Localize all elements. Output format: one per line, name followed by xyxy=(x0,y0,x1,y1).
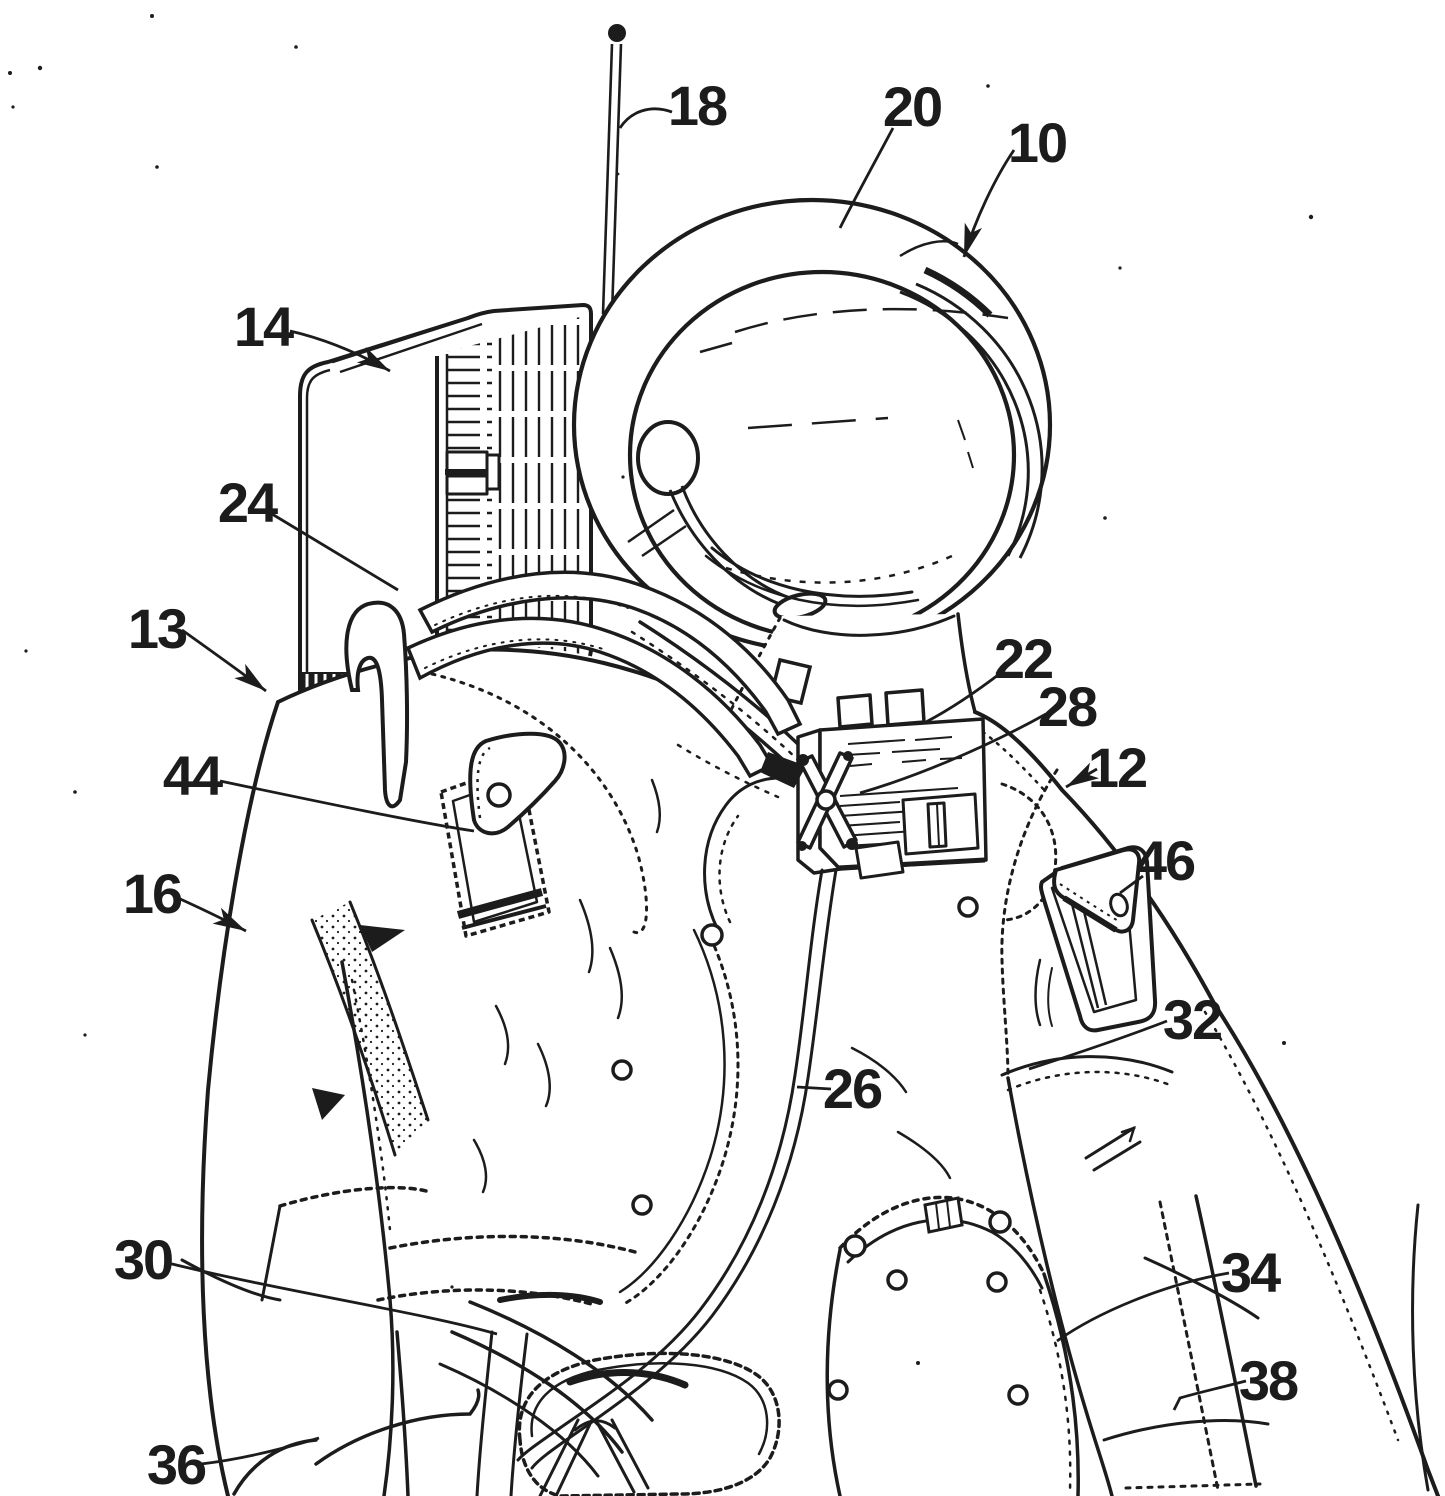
antenna xyxy=(601,24,626,315)
ref-label-16: 16 xyxy=(123,862,182,925)
left-chest-pocket xyxy=(439,731,567,938)
ref-28: 28 xyxy=(859,675,1099,795)
leader-20 xyxy=(838,127,895,229)
leader-34 xyxy=(1056,1271,1230,1343)
shoulder-harness-straps xyxy=(344,600,808,809)
leader-12 xyxy=(1065,762,1100,789)
leader-16 xyxy=(177,896,247,933)
chest-hose xyxy=(438,868,838,1478)
ref-22: 22 xyxy=(925,627,1054,724)
ref-label-24: 24 xyxy=(218,471,278,534)
leader-28 xyxy=(859,712,1047,795)
ref-16: 16 xyxy=(123,862,247,933)
leader-38 xyxy=(1172,1379,1247,1411)
ref-32: 32 xyxy=(1028,988,1223,1071)
ref-24: 24 xyxy=(218,471,399,592)
ref-10: 10 xyxy=(962,111,1068,258)
visor-rim-highlight xyxy=(923,266,993,318)
ref-13: 13 xyxy=(128,597,267,693)
ref-label-26: 26 xyxy=(823,1057,882,1120)
leader-10 xyxy=(962,149,1016,258)
visor-reflections xyxy=(627,240,1009,584)
connector-square xyxy=(836,693,874,729)
ref-label-46: 46 xyxy=(1136,829,1195,892)
fabric-wrinkles xyxy=(472,778,952,1194)
ref-label-13: 13 xyxy=(128,597,187,660)
leader-14 xyxy=(289,329,391,373)
valve-lever xyxy=(796,751,858,851)
leader-26 xyxy=(796,1085,832,1091)
ref-label-38: 38 xyxy=(1239,1349,1298,1412)
leader-13 xyxy=(181,628,267,693)
ref-38: 38 xyxy=(1172,1349,1300,1412)
leader-24 xyxy=(271,512,399,592)
connector-square xyxy=(884,688,926,727)
ref-36: 36 xyxy=(147,1433,320,1496)
leader-30 xyxy=(167,1261,498,1336)
neck-ring xyxy=(710,546,914,598)
ref-44: 44 xyxy=(163,744,475,833)
ref-label-34: 34 xyxy=(1221,1241,1281,1304)
umbilical-hoses xyxy=(405,570,803,779)
ref-12: 12 xyxy=(1065,736,1148,799)
backpack-latch xyxy=(445,450,501,496)
ref-26: 26 xyxy=(796,1057,884,1120)
leader-32 xyxy=(1028,1019,1168,1071)
ref-label-32: 32 xyxy=(1163,988,1221,1051)
neck-sag xyxy=(782,614,956,637)
right-arm-pocket xyxy=(1038,845,1158,1033)
leader-46 xyxy=(1119,874,1144,895)
photocopy-speckles xyxy=(8,14,1314,1365)
ref-46: 46 xyxy=(1119,829,1197,895)
pocket-button xyxy=(486,782,512,808)
seam-rivets xyxy=(611,896,1029,1406)
ref-20: 20 xyxy=(838,75,943,229)
helmet xyxy=(571,197,1053,653)
strap-loop xyxy=(344,600,410,809)
pocket-flap xyxy=(468,731,567,836)
ref-14: 14 xyxy=(234,295,391,373)
ref-label-12: 12 xyxy=(1088,736,1146,799)
ref-label-28: 28 xyxy=(1038,675,1097,738)
ref-label-36: 36 xyxy=(147,1433,206,1496)
ref-label-44: 44 xyxy=(163,744,223,807)
earphone xyxy=(636,420,700,496)
ref-18: 18 xyxy=(618,74,729,137)
arm-pocket-buttonhole xyxy=(1109,892,1129,918)
leader-18 xyxy=(618,107,673,129)
ref-label-30: 30 xyxy=(114,1228,172,1291)
ref-label-10: 10 xyxy=(1008,111,1066,174)
ref-30: 30 xyxy=(114,1228,498,1336)
reference-labels: 10 12 13 14 16 18 20 22 xyxy=(114,74,1300,1496)
ref-label-18: 18 xyxy=(668,74,727,137)
antenna-tip xyxy=(608,24,626,42)
leader-36 xyxy=(200,1436,320,1466)
leader-44 xyxy=(219,779,475,833)
ref-label-20: 20 xyxy=(883,75,941,138)
ref-label-14: 14 xyxy=(234,295,294,358)
ref-34: 34 xyxy=(1056,1241,1283,1343)
chest-control-box xyxy=(760,688,988,880)
leader-22 xyxy=(925,670,1003,724)
ref-label-22: 22 xyxy=(994,627,1052,690)
waist-buckle xyxy=(923,1196,964,1234)
